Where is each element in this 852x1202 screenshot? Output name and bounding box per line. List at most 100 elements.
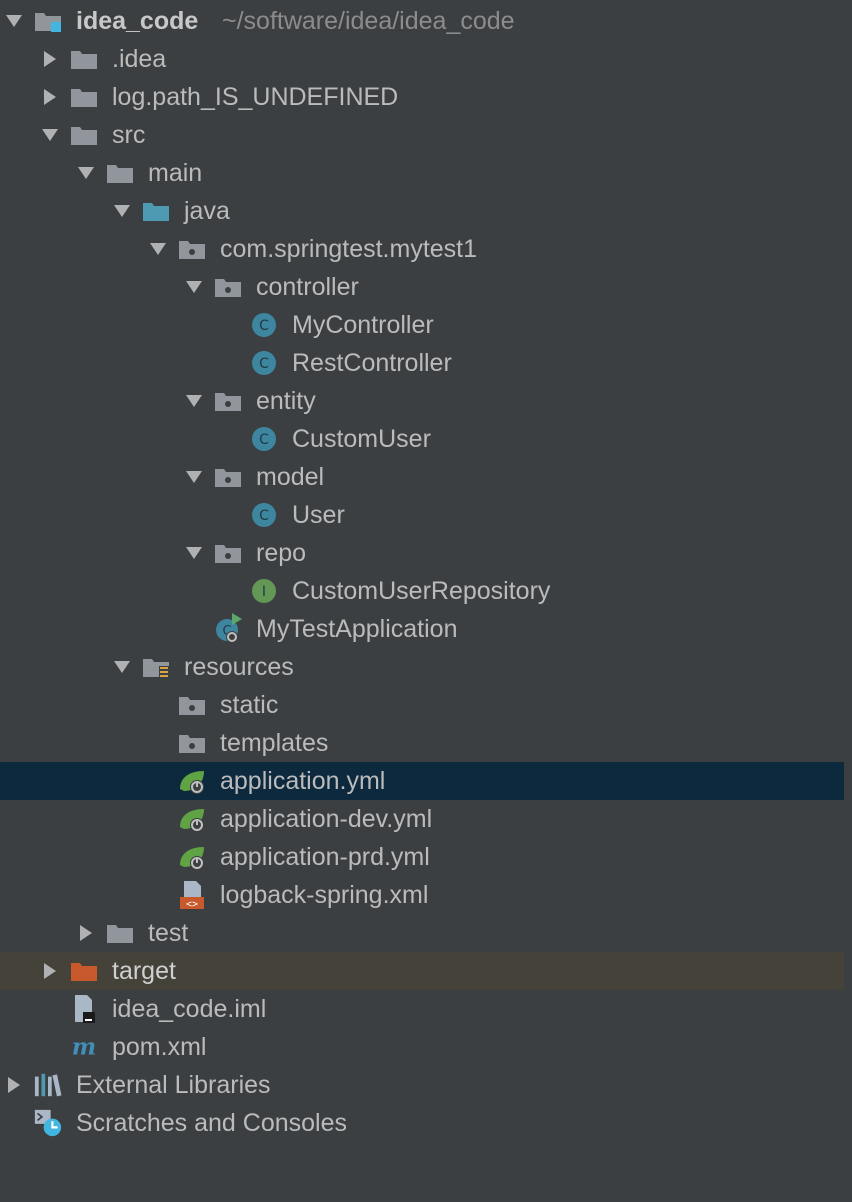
tree-node-mycontroller[interactable]: C MyController [0, 306, 844, 344]
tree-node-entity[interactable]: entity [0, 382, 844, 420]
package-icon [178, 230, 206, 268]
tree-node-label: logback-spring.xml [220, 881, 429, 909]
excluded-folder-icon [70, 952, 98, 990]
svg-text:<>: <> [186, 899, 198, 910]
tree-node-label: controller [256, 273, 359, 301]
tree-node-label: RestController [292, 349, 452, 377]
tree-node-external-libraries[interactable]: External Libraries [0, 1066, 844, 1104]
tree-node-logback-spring-xml[interactable]: <> logback-spring.xml [0, 876, 844, 914]
expand-arrow-down-icon[interactable] [110, 648, 134, 686]
collapse-arrow-right-icon[interactable] [2, 1066, 26, 1104]
tree-node-label: idea_code.iml [112, 995, 267, 1023]
expand-arrow-down-icon[interactable] [2, 2, 26, 40]
tree-node-scratches-and-consoles[interactable]: Scratches and Consoles [0, 1104, 844, 1142]
package-icon [214, 268, 242, 306]
tree-node-java[interactable]: java [0, 192, 844, 230]
tree-node-templates[interactable]: templates [0, 724, 844, 762]
tree-node-pom-xml[interactable]: m pom.xml [0, 1028, 844, 1066]
xml-file-icon: <> [178, 876, 206, 914]
tree-node-repo[interactable]: repo [0, 534, 844, 572]
tree-node-model[interactable]: model [0, 458, 844, 496]
tree-node-label: com.springtest.mytest1 [220, 235, 478, 263]
source-folder-icon [142, 192, 170, 230]
resources-folder-icon [142, 648, 170, 686]
tree-node-label: CustomUserRepository [292, 577, 551, 605]
tree-node-main[interactable]: main [0, 154, 844, 192]
tree-node-customuserrepository[interactable]: I CustomUserRepository [0, 572, 844, 610]
maven-icon: m [70, 1028, 98, 1066]
spring-config-icon [178, 762, 206, 800]
expand-arrow-down-icon[interactable] [182, 268, 206, 306]
package-icon [178, 686, 206, 724]
tree-node-application-dev-yml[interactable]: application-dev.yml [0, 800, 844, 838]
tree-node-label: model [256, 463, 325, 491]
tree-node-label: templates [220, 729, 329, 757]
module-path: ~/software/idea/idea_code [222, 7, 515, 35]
folder-icon [106, 914, 134, 952]
java-class-icon: C [250, 420, 278, 458]
expand-arrow-down-icon[interactable] [74, 154, 98, 192]
svg-text:C: C [259, 318, 269, 334]
tree-node-mytestapplication[interactable]: C MyTestApplication [0, 610, 844, 648]
tree-node-label: .idea [112, 45, 167, 73]
tree-node-label: application.yml [220, 767, 386, 795]
tree-node-static[interactable]: static [0, 686, 844, 724]
tree-node-label: application-prd.yml [220, 843, 430, 871]
collapse-arrow-right-icon[interactable] [38, 952, 62, 990]
tree-node-restcontroller[interactable]: C RestController [0, 344, 844, 382]
spring-boot-app-icon: C [214, 610, 242, 648]
svg-text:C: C [259, 508, 269, 524]
tree-node-label: target [112, 957, 176, 985]
expand-arrow-down-icon[interactable] [182, 534, 206, 572]
expand-arrow-down-icon[interactable] [38, 116, 62, 154]
expand-arrow-down-icon[interactable] [146, 230, 170, 268]
svg-text:I: I [262, 584, 266, 600]
tree-node-label: test [148, 919, 189, 947]
tree-node-customuser[interactable]: C CustomUser [0, 420, 844, 458]
tree-node-idea-code[interactable]: idea_code ~/software/idea/idea_code [0, 2, 844, 40]
folder-icon [70, 78, 98, 116]
tree-node-label: src [112, 121, 146, 149]
tree-node-src[interactable]: src [0, 116, 844, 154]
collapse-arrow-right-icon[interactable] [38, 78, 62, 116]
tree-node-application-prd-yml[interactable]: application-prd.yml [0, 838, 844, 876]
expand-arrow-down-icon[interactable] [182, 458, 206, 496]
iml-file-icon [70, 990, 98, 1028]
tree-node-application-yml[interactable]: application.yml [0, 762, 844, 800]
collapse-arrow-right-icon[interactable] [74, 914, 98, 952]
tree-node-target[interactable]: target [0, 952, 844, 990]
expand-arrow-down-icon[interactable] [110, 192, 134, 230]
java-class-icon: C [250, 306, 278, 344]
tree-node-controller[interactable]: controller [0, 268, 844, 306]
package-icon [178, 724, 206, 762]
collapse-arrow-right-icon[interactable] [38, 40, 62, 78]
tree-node-label: CustomUser [292, 425, 431, 453]
tree-node-label: resources [184, 653, 294, 681]
spring-config-icon [178, 800, 206, 838]
svg-text:m: m [72, 1033, 96, 1060]
tree-node-idea[interactable]: .idea [0, 40, 844, 78]
tree-node-resources[interactable]: resources [0, 648, 844, 686]
tree-node-label: MyController [292, 311, 434, 339]
tree-node-com-springtest-mytest1[interactable]: com.springtest.mytest1 [0, 230, 844, 268]
libraries-icon [34, 1066, 62, 1104]
tree-node-label: User [292, 501, 345, 529]
tree-node-label: log.path_IS_UNDEFINED [112, 83, 399, 111]
tree-node-label: application-dev.yml [220, 805, 433, 833]
tree-node-log-path-is-undefined[interactable]: log.path_IS_UNDEFINED [0, 78, 844, 116]
java-class-icon: C [250, 496, 278, 534]
module-folder-icon [34, 2, 62, 40]
tree-node-label: idea_code [76, 7, 199, 35]
tree-node-label: MyTestApplication [256, 615, 458, 643]
tree-node-idea-code-iml[interactable]: idea_code.iml [0, 990, 844, 1028]
expand-arrow-down-icon[interactable] [182, 382, 206, 420]
tree-node-test[interactable]: test [0, 914, 844, 952]
tree-node-user[interactable]: C User [0, 496, 844, 534]
tree-node-label: repo [256, 539, 307, 567]
tree-node-label: pom.xml [112, 1033, 207, 1061]
java-class-icon: C [250, 344, 278, 382]
package-icon [214, 458, 242, 496]
package-icon [214, 382, 242, 420]
package-icon [214, 534, 242, 572]
